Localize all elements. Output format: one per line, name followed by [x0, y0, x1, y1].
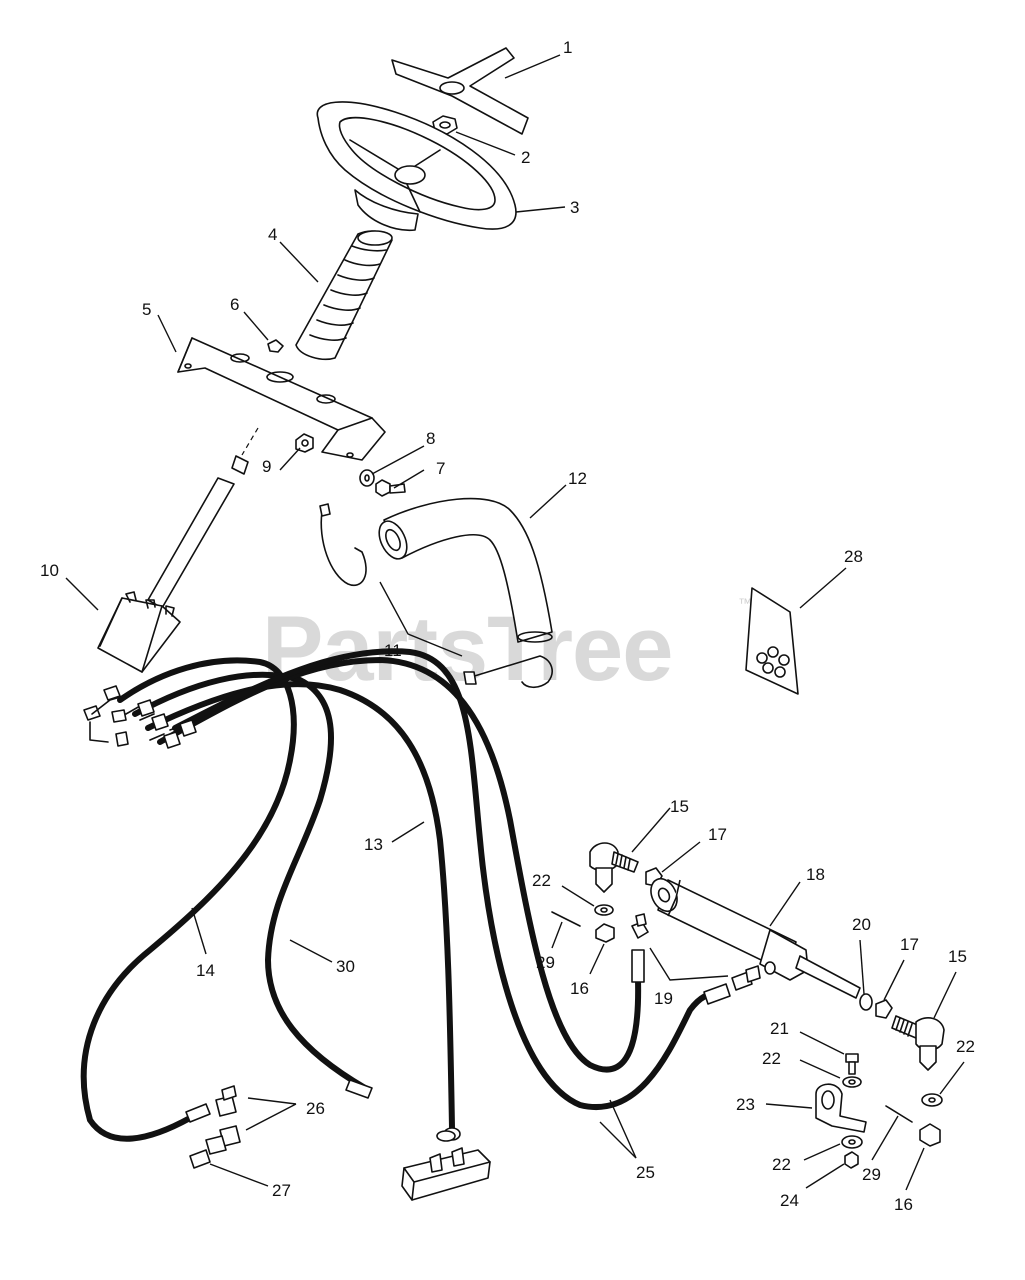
part-11-hose-clamps — [319, 503, 553, 689]
part-9-nut — [295, 433, 314, 453]
callout-15-lower: 15 — [948, 947, 967, 966]
callout-22-right: 22 — [956, 1037, 975, 1056]
callout-15-upper: 15 — [670, 797, 689, 816]
part-22-washer-bottom — [841, 1135, 863, 1149]
callout-7: 7 — [436, 459, 445, 478]
watermark-trademark: ™ — [738, 595, 752, 611]
part-16-nut-lower — [919, 1123, 941, 1147]
callout-22-mid: 22 — [762, 1049, 781, 1068]
callout-24: 24 — [780, 1191, 799, 1210]
part-4-steering-boot — [295, 230, 393, 361]
callout-6: 6 — [230, 295, 239, 314]
callout-9: 9 — [262, 457, 271, 476]
callout-5: 5 — [142, 300, 151, 319]
part-21-bolt — [845, 1053, 859, 1075]
callout-18: 18 — [806, 865, 825, 884]
part-23-clamp-bracket — [815, 1083, 867, 1133]
callout-leader-lines — [65, 54, 965, 1191]
callout-12: 12 — [568, 469, 587, 488]
part-18-hydraulic-cylinder — [650, 877, 861, 999]
callout-26: 26 — [306, 1099, 325, 1118]
callout-23: 23 — [736, 1095, 755, 1114]
part-12-hose-elbow — [378, 497, 553, 643]
part-24-nut — [844, 1151, 859, 1169]
part-29-cotter-pin-upper — [551, 911, 581, 927]
part-10-steering-valve — [97, 427, 259, 673]
callout-20: 20 — [852, 915, 871, 934]
part-22-washer-right — [921, 1093, 943, 1107]
callout-10: 10 — [40, 561, 59, 580]
callout-25: 25 — [636, 1163, 655, 1182]
callout-2: 2 — [521, 148, 530, 167]
callout-28: 28 — [844, 547, 863, 566]
callout-11: 11 — [384, 641, 402, 660]
part-22-washer-upper — [594, 904, 614, 916]
callout-4: 4 — [268, 225, 277, 244]
part-17-jam-nut-lower — [875, 999, 893, 1019]
hydraulic-hoses — [80, 648, 731, 1142]
callout-19: 19 — [654, 989, 673, 1008]
part-1-wheel-cap — [391, 47, 529, 135]
callout-21: 21 — [770, 1019, 789, 1038]
callout-16-upper: 16 — [570, 979, 589, 998]
callout-14: 14 — [196, 961, 215, 980]
callout-27: 27 — [272, 1181, 291, 1200]
part-3-steering-wheel — [316, 101, 517, 232]
part-6-set-screw — [267, 339, 284, 353]
callout-29-lower: 29 — [862, 1165, 881, 1184]
callout-8: 8 — [426, 429, 435, 448]
part-22-washer-mid — [842, 1076, 862, 1088]
callout-22-bottom: 22 — [772, 1155, 791, 1174]
part-15-tie-rod-end-upper — [589, 842, 639, 893]
callout-30: 30 — [336, 957, 355, 976]
callout-17-upper: 17 — [708, 825, 727, 844]
callout-16-lower: 16 — [894, 1195, 913, 1214]
callout-1: 1 — [563, 38, 572, 57]
part-28-hardware-bag — [745, 587, 799, 695]
part-26-elbow-fittings — [205, 1085, 241, 1155]
part-27-fitting — [189, 1149, 211, 1169]
part-5-mounting-bracket — [177, 337, 386, 461]
part-19-fittings — [631, 913, 761, 991]
part-20-washer — [859, 993, 873, 1011]
part-8-washer — [359, 469, 375, 487]
callout-22-upper: 22 — [532, 871, 551, 890]
callout-29-upper: 29 — [536, 953, 555, 972]
callout-labels: 1 2 3 4 5 6 7 8 9 10 11 12 13 14 15 15 1… — [40, 38, 975, 1214]
part-16-nut-upper — [595, 923, 615, 943]
callout-3: 3 — [570, 198, 579, 217]
callout-13: 13 — [364, 835, 383, 854]
tee-block-fitting — [401, 1130, 491, 1201]
part-15-tie-rod-end-lower — [891, 1015, 945, 1071]
callout-17-lower: 17 — [900, 935, 919, 954]
part-7-bolt — [375, 479, 406, 497]
part-29-cotter-pin-lower — [885, 1105, 913, 1123]
